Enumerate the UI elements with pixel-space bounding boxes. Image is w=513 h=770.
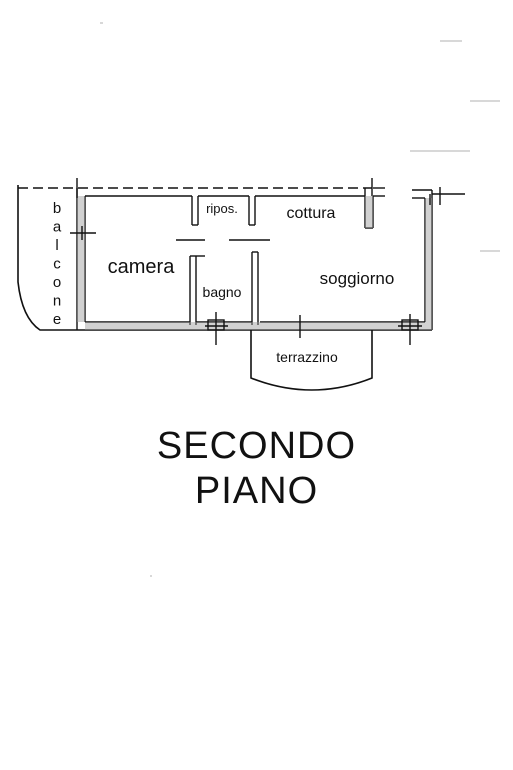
walls — [76, 187, 433, 331]
room-label-cottura: cottura — [287, 205, 336, 222]
column-marks — [70, 178, 465, 345]
room-label-bagno: bagno — [203, 284, 242, 300]
room-label-soggiorno: soggiorno — [320, 269, 395, 288]
room-label-camera: camera — [108, 256, 176, 278]
floor-title-line-2: PIANO — [194, 470, 319, 512]
scan-noise — [100, 22, 500, 577]
floor-title-line-1: SECONDO — [156, 425, 357, 467]
balcony-outline — [17, 185, 77, 331]
wall-fill — [77, 196, 432, 330]
terrace-outline — [250, 330, 373, 391]
room-label-terrazzino: terrazzino — [276, 349, 338, 365]
room-label-ripostiglio: ripos. — [206, 201, 238, 216]
